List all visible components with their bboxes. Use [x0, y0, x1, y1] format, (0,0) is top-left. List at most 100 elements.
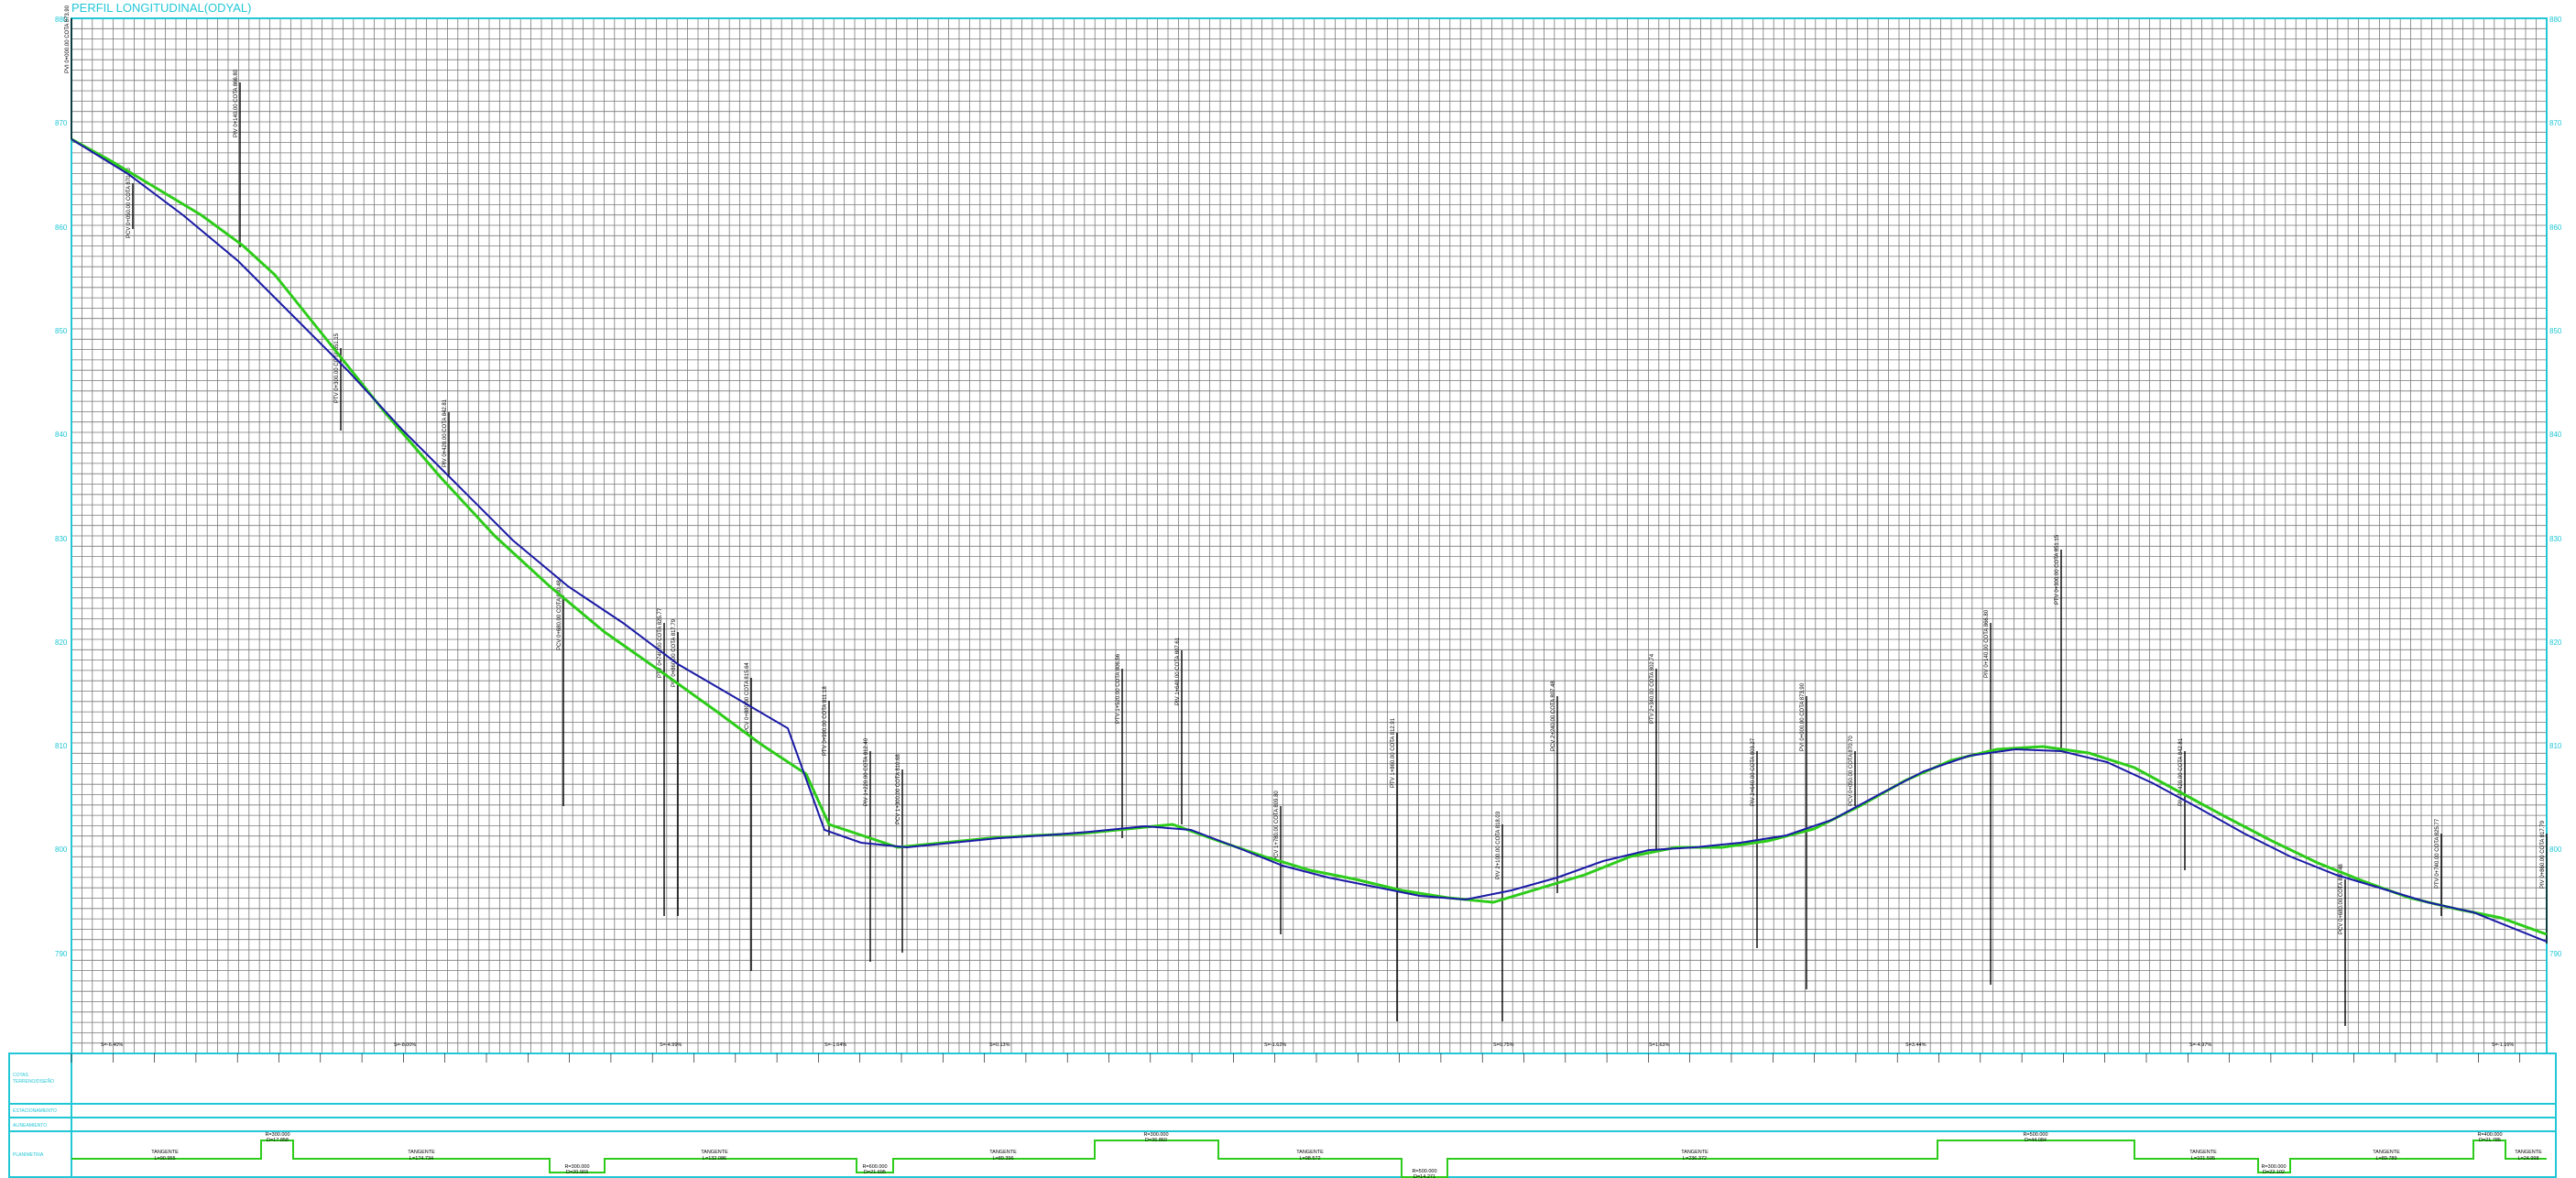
row-label-planimetria: PLANIMETRIA — [13, 1152, 44, 1158]
pvi-label: PCV 0+050.00 COTA 870.70 — [126, 168, 132, 238]
grade-label: S=-4.99% — [660, 1042, 682, 1048]
pvi-label: PTV 1+520.00 COTA 806.56 — [1116, 653, 1121, 724]
elevation-label: 860 — [55, 224, 68, 232]
pvi-label: PIV 0+140.00 COTA 866.80 — [234, 69, 239, 137]
elevation-label: 800 — [2549, 845, 2562, 854]
pvi-label: PIV 1+640.00 COTA 807.61 — [1175, 637, 1181, 705]
pvi-label: PCV 0+050.00 COTA 870.70 — [1849, 736, 1854, 806]
elevation-label: 820 — [55, 638, 68, 647]
elevation-label: 790 — [55, 950, 68, 958]
curve-degree: D=14.271 — [1414, 1174, 1435, 1178]
pvi-label: PCV 0+880.00 COTA 815.64 — [745, 662, 750, 733]
grade-label: S=0.75% — [1493, 1042, 1514, 1048]
row-label-cotas: TERRENO/DISEÑO — [13, 1078, 54, 1085]
pvi-label: PVI 0+000.00 COTA 873.90 — [65, 5, 71, 73]
pvi-label: PVI 0+000.00 COTA 873.90 — [1800, 682, 1806, 751]
curve-label: R=500.000 — [1412, 1169, 1436, 1174]
grid-lines — [71, 17, 2548, 1054]
grade-label: S=-4.97% — [2189, 1042, 2211, 1048]
tangent-length: L=174.734 — [409, 1156, 433, 1162]
profile-title: PERFIL LONGITUDINAL(ODYAL) — [71, 1, 251, 15]
pvi-label: PTV 0+740.00 COTA 825.77 — [658, 607, 663, 678]
tangent-label: TANGENTE — [2373, 1150, 2400, 1155]
curve-degree: D=36.860 — [1145, 1138, 1167, 1143]
curve-label: R=300.000 — [2261, 1164, 2286, 1170]
tangent-length: L=98.572 — [1299, 1156, 1320, 1162]
curve-label: R=300.000 — [1143, 1132, 1168, 1138]
elevation-label: 790 — [2549, 950, 2562, 958]
curve-label: R=600.000 — [862, 1164, 887, 1170]
tangent-length: L=24.998 — [2517, 1156, 2538, 1162]
grade-label: S=-1.64% — [824, 1042, 846, 1048]
pvi-label: PIV 0+140.00 COTA 866.80 — [1984, 609, 1990, 678]
tangent-label: TANGENTE — [151, 1150, 179, 1155]
tangent-label: TANGENTE — [701, 1150, 728, 1155]
curve-degree: D=22.102 — [2263, 1170, 2285, 1175]
curve-label: R=500.000 — [2023, 1132, 2047, 1138]
pvi-label: PTV 0+300.00 COTA 851.15 — [334, 333, 340, 403]
planimetry-line — [71, 1140, 2547, 1178]
elevation-label: 850 — [2549, 327, 2562, 335]
pvi-label: PTV 0+740.00 COTA 825.77 — [2435, 818, 2440, 889]
elevation-label: 830 — [2549, 535, 2562, 543]
tangent-length: L=132.086 — [703, 1156, 726, 1162]
pvi-label: PCV 0+680.00 COTA 830.48 — [557, 580, 562, 650]
pvi-label: PIV 0+860.00 COTA 817.79 — [671, 618, 677, 687]
elevation-label: 870 — [55, 119, 68, 127]
curve-degree: D=44.084 — [2025, 1138, 2047, 1143]
elevation-label: 800 — [55, 845, 68, 854]
table-frame — [8, 1053, 2557, 1178]
tangent-label: TANGENTE — [1296, 1150, 1324, 1155]
row-label-alineamiento: ALINEAMIENTO — [13, 1123, 47, 1129]
grade-label: S=-1.16% — [2492, 1042, 2514, 1048]
pvi-label: PCV 1+300.00 COTA 810.68 — [896, 754, 901, 824]
grade-label: S=-6.40% — [101, 1042, 123, 1048]
pvi-label: PTV 2+340.00 COTA 802.74 — [1650, 653, 1655, 724]
curve-label: R=300.000 — [265, 1132, 289, 1138]
grade-label: S=1.63% — [1649, 1042, 1670, 1048]
grade-label: S=-8.00% — [394, 1042, 416, 1048]
row-label-estacionamiento: ESTACIONAMIENTO — [13, 1108, 57, 1114]
curve-degree: D=21.695 — [864, 1170, 886, 1175]
tangent-length: L=90.955 — [154, 1156, 175, 1162]
tangent-length: L=101.595 — [2191, 1156, 2215, 1162]
pvi-label: PCV 1+780.00 COTA 809.80 — [1274, 791, 1280, 861]
tangent-label: TANGENTE — [2189, 1150, 2217, 1155]
curve-label: R=400.000 — [2477, 1132, 2502, 1138]
elevation-label: 870 — [2549, 119, 2562, 127]
elevation-label: 820 — [2549, 638, 2562, 647]
row-label-cotas: COTAS — [13, 1073, 29, 1078]
tangent-label: TANGENTE — [2515, 1150, 2542, 1155]
pvi-label: PTV 0+990.00 COTA 811.18 — [823, 686, 828, 756]
pvi-label: PIV 2+640.00 COTA 803.27 — [1751, 737, 1756, 806]
tangent-length: L=236.372 — [1683, 1156, 1707, 1162]
elevation-label: 810 — [2549, 742, 2562, 750]
pvi-label: PIV 1+220.00 COTA 812.40 — [864, 737, 869, 806]
curve-degree: D=21.785 — [2479, 1138, 2501, 1143]
pvi-label: PIV 0+420.00 COTA 842.81 — [442, 398, 448, 467]
elevation-label: 810 — [55, 742, 68, 750]
pvi-label: PTV 0+300.00 COTA 851.15 — [2055, 534, 2060, 605]
profile-grid — [71, 17, 2548, 1054]
elevation-label: 850 — [55, 327, 68, 335]
terrain-profile-line — [71, 137, 2548, 936]
pvi-label: PIV 0+860.00 COTA 817.79 — [2540, 820, 2546, 889]
tangent-length: L=89.396 — [992, 1156, 1013, 1162]
elevation-label: 840 — [55, 431, 68, 439]
pvi-label: PIV 0+420.00 COTA 842.81 — [2178, 737, 2184, 806]
elevation-label: 880 — [2549, 16, 2562, 24]
pvi-label: PCV 0+680.00 COTA 830.48 — [2339, 864, 2344, 934]
tangent-label: TANGENTE — [989, 1150, 1017, 1155]
tangent-label: TANGENTE — [408, 1150, 435, 1155]
elevation-label: 830 — [55, 535, 68, 543]
design-grade-line — [71, 138, 2548, 943]
curve-degree: D=17.858 — [267, 1138, 289, 1143]
elevation-label: 860 — [2549, 224, 2562, 232]
elevation-label: 840 — [2549, 431, 2562, 439]
pvi-label: PCV 2+240.00 COTA 807.48 — [1551, 681, 1556, 751]
tangent-label: TANGENTE — [1681, 1150, 1708, 1155]
